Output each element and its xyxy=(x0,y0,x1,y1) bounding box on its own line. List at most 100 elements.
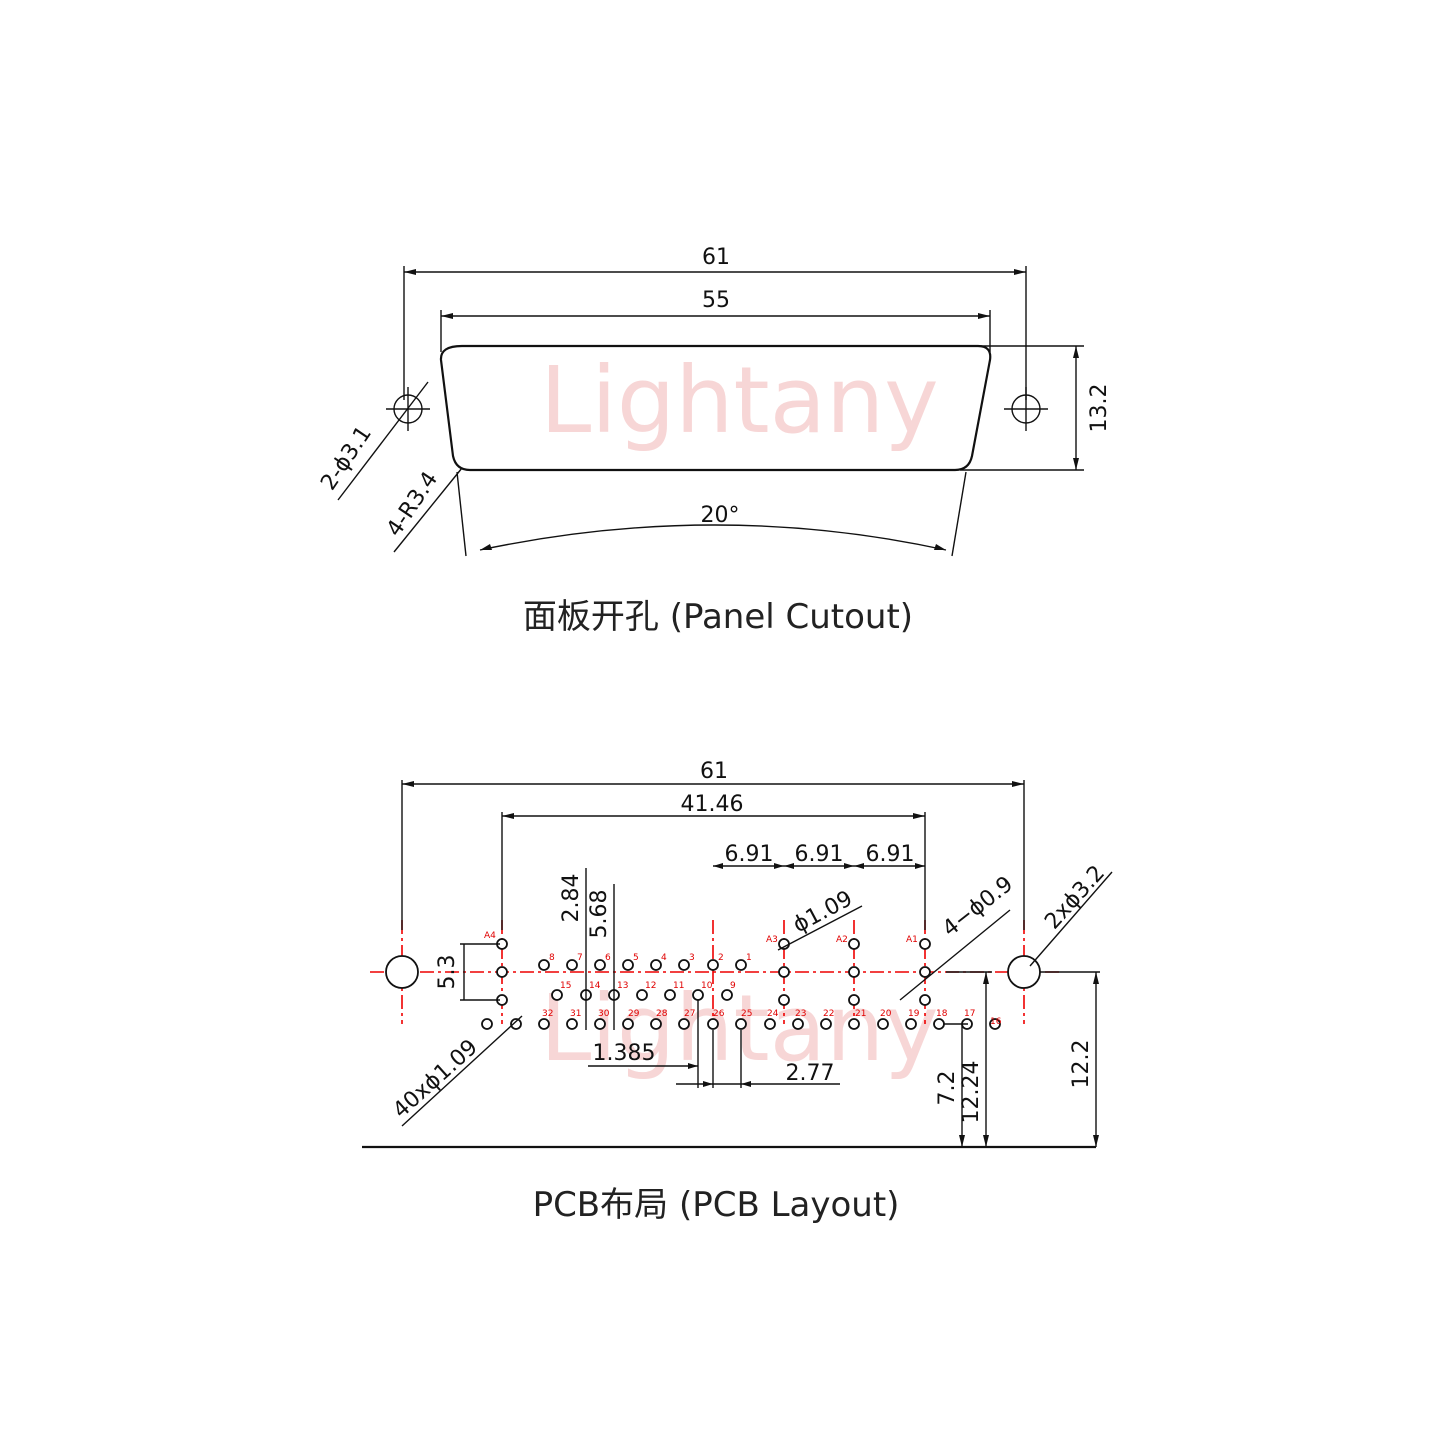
leader-radius xyxy=(393,467,463,553)
panel-dim-55: 55 xyxy=(702,288,730,313)
pin-label-15: 15 xyxy=(560,981,571,991)
pcb-dim-4-phi-0-9: 4−ϕ0.9 xyxy=(938,872,1018,942)
angle-ext-left xyxy=(456,471,467,557)
arrow-2-77-right xyxy=(741,1081,751,1087)
pin-32b xyxy=(538,1018,550,1030)
arrow-2-77-left xyxy=(703,1081,713,1087)
pcb-arrow-61-right xyxy=(1012,781,1024,787)
pin-extra-left xyxy=(481,1018,493,1030)
pin-label-a2: A2 xyxy=(836,935,848,945)
pin-27 xyxy=(678,1018,690,1030)
pcb-dim-6-91-c: 6.91 xyxy=(866,842,915,867)
panel-cutout: Lightany 61 55 13.2 xyxy=(316,245,1112,637)
angle-ext-right xyxy=(951,471,967,557)
leader-phi-1-09 xyxy=(777,905,863,951)
panel-dim-radius: 4-R3.4 xyxy=(382,467,443,541)
pin-label-5: 5 xyxy=(633,953,639,963)
pin-4 xyxy=(650,959,662,971)
arrow-691-b xyxy=(774,863,784,869)
pin-10 xyxy=(692,989,704,1001)
pin-a1-bottom xyxy=(919,994,931,1006)
panel-dim-61: 61 xyxy=(702,245,730,270)
pin-label-20: 20 xyxy=(880,1009,892,1019)
arrow-61-right xyxy=(1014,269,1026,275)
pin-21 xyxy=(848,1018,860,1030)
pin-22 xyxy=(820,1018,832,1030)
pin-label-17: 17 xyxy=(964,1009,975,1019)
pin-20 xyxy=(877,1018,889,1030)
pcb-dim-2-84: 2.84 xyxy=(559,874,584,923)
pin-8 xyxy=(538,959,550,971)
pcb-dim-6-91-a: 6.91 xyxy=(725,842,774,867)
pin-label-19: 19 xyxy=(908,1009,920,1019)
pcb-dim-1-385: 1.385 xyxy=(593,1041,656,1066)
pin-label-28: 28 xyxy=(656,1009,668,1019)
arrow-61-left xyxy=(404,269,416,275)
pin-9 xyxy=(721,989,733,1001)
arrow-691-c xyxy=(784,863,794,869)
pin-15 xyxy=(551,989,563,1001)
arrow-7-2 xyxy=(959,1135,965,1147)
pin-label-14: 14 xyxy=(589,981,601,991)
pin-label-2: 2 xyxy=(718,953,724,963)
pin-25 xyxy=(735,1018,747,1030)
leader-4-phi-0-9 xyxy=(899,909,1011,1001)
pin-label-9: 9 xyxy=(730,981,736,991)
pin-label-12: 12 xyxy=(645,981,656,991)
leader-holes xyxy=(337,381,429,501)
pin-a1-mid xyxy=(919,966,931,978)
pcb-dim-12-2: 12.2 xyxy=(1069,1040,1094,1089)
pin-7 xyxy=(566,959,578,971)
pcb-dim-phi-1-09: ϕ1.09 xyxy=(789,886,857,938)
pin-label-27: 27 xyxy=(684,1009,695,1019)
pin-a2-bottom xyxy=(848,994,860,1006)
pin-a3-bottom xyxy=(778,994,790,1006)
pin-1 xyxy=(735,959,747,971)
pin-18 xyxy=(933,1018,945,1030)
arrow-12-24-bottom xyxy=(983,1135,989,1147)
arrow-55-right xyxy=(978,313,990,319)
panel-caption: 面板开孔 (Panel Cutout) xyxy=(523,597,913,637)
pin-label-21: 21 xyxy=(855,1009,866,1019)
arrow-691-f xyxy=(915,863,925,869)
watermark-panel: Lightany xyxy=(540,347,939,454)
pin-26 xyxy=(707,1018,719,1030)
pin-label-26: 26 xyxy=(713,1009,725,1019)
pin-23 xyxy=(792,1018,804,1030)
pin-row-1: 8 7 6 5 4 3 2 1 xyxy=(538,953,752,971)
pin-6 xyxy=(594,959,606,971)
arrow-12-2-bottom xyxy=(1093,1135,1099,1147)
arrow-13-2-top xyxy=(1073,346,1079,358)
pin-row-3: 32 31 30 29 28 27 26 25 24 23 22 21 20 1… xyxy=(481,1009,1002,1030)
pin-label-23: 23 xyxy=(795,1009,806,1019)
panel-dim-13-2: 13.2 xyxy=(1087,384,1112,433)
pin-28 xyxy=(650,1018,662,1030)
pin-2 xyxy=(707,959,719,971)
pin-a3-mid xyxy=(778,966,790,978)
pcb-dim-2-77: 2.77 xyxy=(786,1061,835,1086)
pin-32 xyxy=(510,1018,522,1030)
pcb-dim-2x-phi-3-2: 2xϕ3.2 xyxy=(1040,861,1110,935)
pin-11 xyxy=(664,989,676,1001)
pin-label-18: 18 xyxy=(936,1009,948,1019)
pin-label-1: 1 xyxy=(746,953,752,963)
arrow-691-e xyxy=(854,863,864,869)
pcb-mount-hole-left xyxy=(385,955,419,989)
pin-a4-mid xyxy=(496,966,508,978)
pin-30 xyxy=(594,1018,606,1030)
pin-a2-mid xyxy=(848,966,860,978)
pin-label-25: 25 xyxy=(741,1009,752,1019)
pin-16 xyxy=(989,1018,1001,1030)
pin-label-4: 4 xyxy=(661,953,667,963)
pin-label-22: 22 xyxy=(823,1009,834,1019)
pin-label-30: 30 xyxy=(598,1009,610,1019)
pcb-dim-12-24: 12.24 xyxy=(959,1061,984,1124)
pcb-layout: Lightany A4 A3 A2 A1 xyxy=(362,759,1113,1225)
pin-29 xyxy=(622,1018,634,1030)
arrow-691-a xyxy=(713,863,723,869)
pin-a2-top xyxy=(848,938,860,950)
pcb-dim-6-91-b: 6.91 xyxy=(795,842,844,867)
pcb-dim-40x-phi-1-09: 40xϕ1.09 xyxy=(388,1035,482,1124)
